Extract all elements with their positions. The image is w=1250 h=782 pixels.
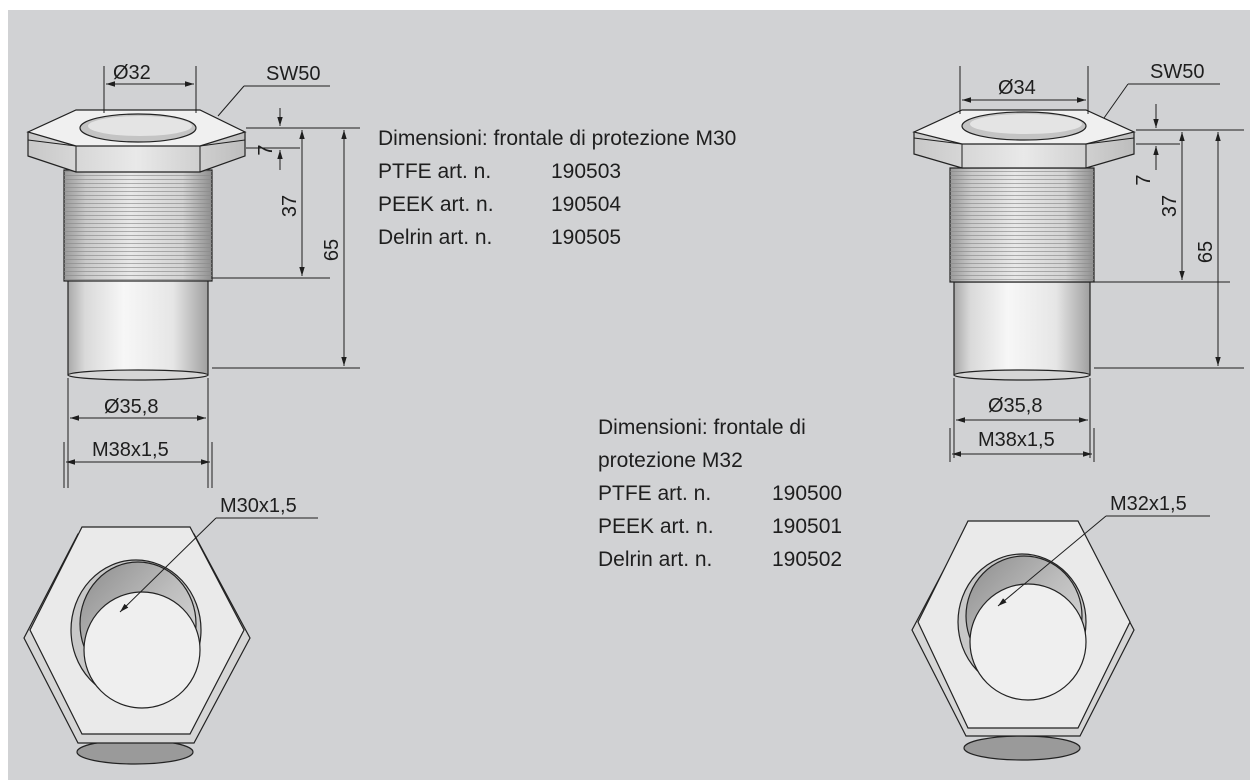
right-thread-outer: M38x1,5 xyxy=(978,429,1055,451)
info-m32-title-2: protezione M32 xyxy=(598,449,743,472)
right-dimensions xyxy=(949,66,1244,462)
right-part-top-view xyxy=(911,515,1210,761)
info-m32-number-3: 190502 xyxy=(772,548,842,571)
info-m30-material-2: PEEK art. n. xyxy=(378,193,494,216)
info-m32-material-3: Delrin art. n. xyxy=(598,548,712,571)
info-m30-title: Dimensioni: frontale di protezione M30 xyxy=(378,127,736,150)
right-dim-total: 65 xyxy=(1195,241,1217,263)
right-dim-hex: 7 xyxy=(1133,174,1155,185)
left-thread-outer: M38x1,5 xyxy=(92,439,169,461)
left-wrench-size: SW50 xyxy=(266,63,320,85)
info-m32-title-1: Dimensioni: frontale di xyxy=(598,416,806,439)
left-dim-thread: 37 xyxy=(279,195,301,217)
left-dim-total: 65 xyxy=(321,239,343,261)
left-part-top-view xyxy=(23,517,318,765)
right-inner-thread: M32x1,5 xyxy=(1110,493,1187,515)
right-dia-top: Ø34 xyxy=(998,77,1036,99)
right-dim-thread: 37 xyxy=(1159,195,1181,217)
left-dimensions xyxy=(63,66,360,488)
right-dia-body: Ø35,8 xyxy=(988,395,1042,417)
info-m30-material-3: Delrin art. n. xyxy=(378,226,492,249)
right-part-side-view xyxy=(912,109,1136,381)
info-m30-material-1: PTFE art. n. xyxy=(378,160,491,183)
left-dia-top: Ø32 xyxy=(113,62,151,84)
info-m32-material-1: PTFE art. n. xyxy=(598,482,711,505)
left-part-side-view xyxy=(26,109,247,381)
info-m32-material-2: PEEK art. n. xyxy=(598,515,714,538)
info-m30-number-1: 190503 xyxy=(551,160,621,183)
left-dim-hex: 7 xyxy=(255,144,277,155)
info-m30-number-2: 190504 xyxy=(551,193,621,216)
info-m32-number-2: 190501 xyxy=(772,515,842,538)
left-dia-body: Ø35,8 xyxy=(104,396,158,418)
right-wrench-size: SW50 xyxy=(1150,61,1204,83)
info-m32-number-1: 190500 xyxy=(772,482,842,505)
left-inner-thread: M30x1,5 xyxy=(220,495,297,517)
info-m30-number-3: 190505 xyxy=(551,226,621,249)
